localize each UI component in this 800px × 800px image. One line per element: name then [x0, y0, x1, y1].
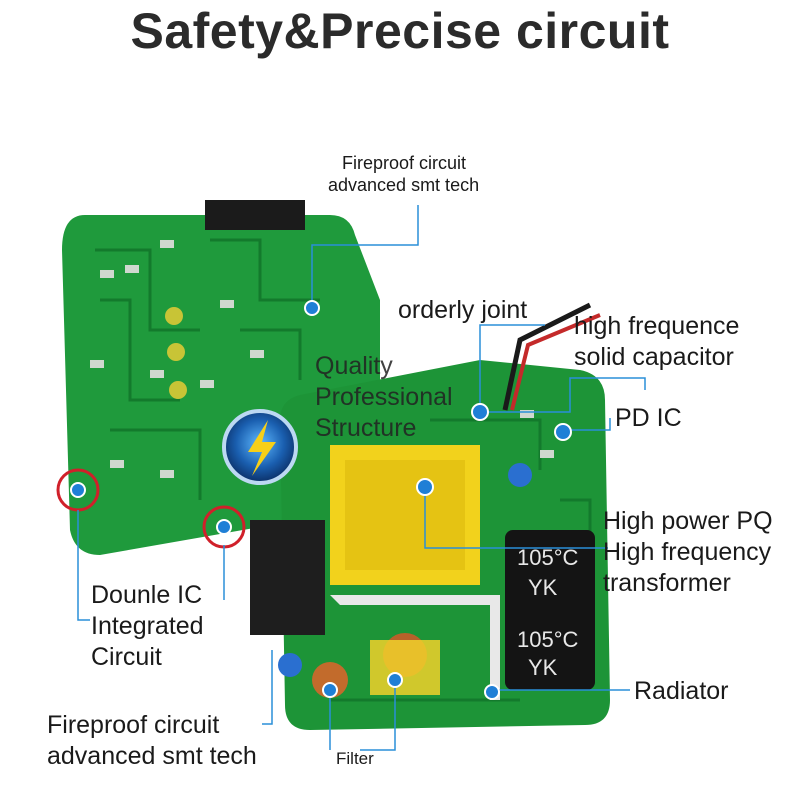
pcb-yellow-dots: [165, 307, 187, 399]
label-transformer: High power PQ High frequency transformer: [603, 506, 773, 599]
label-line: advanced smt tech: [328, 175, 480, 195]
label-pd-ic: PD IC: [615, 404, 682, 432]
label-line: Fireproof circuit: [342, 153, 467, 173]
page-title: Safety&Precise circuit: [130, 3, 670, 59]
power-wires: [502, 302, 592, 411]
lightning-bolt-icon: [222, 409, 298, 485]
label-line: Dounle IC: [91, 581, 203, 609]
pcb-traces: [95, 238, 592, 702]
capacitor-marking-2: YK: [528, 575, 558, 600]
pcb-components: [90, 240, 554, 478]
label-line: solid capacitor: [574, 343, 734, 371]
label-line: High frequency: [603, 538, 772, 566]
label-line: high frequence: [574, 312, 740, 340]
label-filter: Filter: [336, 749, 374, 768]
ic-block: [250, 520, 325, 635]
callout-lines: [77, 205, 646, 751]
label-line: Quality: [315, 352, 393, 380]
label-line: Integrated: [91, 612, 204, 640]
label-line: transformer: [603, 569, 731, 597]
callout-markers: [70, 300, 572, 700]
label-line: Professional: [315, 383, 453, 411]
label-fireproof-top: Fireproof circuit advanced smt tech: [328, 152, 479, 196]
label-orderly-joint: orderly joint: [398, 296, 528, 324]
capacitor-marking-1: 105°C: [517, 545, 579, 570]
label-line: Fireproof circuit: [47, 711, 220, 739]
label-dounle-ic: Dounle IC Integrated Circuit: [91, 580, 204, 673]
label-line: High power PQ: [603, 507, 773, 535]
label-line: Structure: [315, 414, 417, 442]
label-high-frequence-capacitor: high frequence solid capacitor: [574, 311, 739, 373]
label-quality-structure: Quality Professional Structure: [315, 351, 453, 444]
label-fireproof-bottom: Fireproof circuit advanced smt tech: [47, 710, 257, 772]
capacitor-marking-4: YK: [528, 655, 558, 680]
label-line: Circuit: [91, 643, 162, 671]
usb-connector: [205, 200, 305, 230]
electrolytic-capacitor: [505, 530, 595, 690]
filter-coil-left: [312, 662, 348, 698]
label-radiator: Radiator: [634, 677, 729, 705]
label-line: advanced smt tech: [47, 742, 257, 770]
capacitor-marking-3: 105°C: [517, 627, 579, 652]
